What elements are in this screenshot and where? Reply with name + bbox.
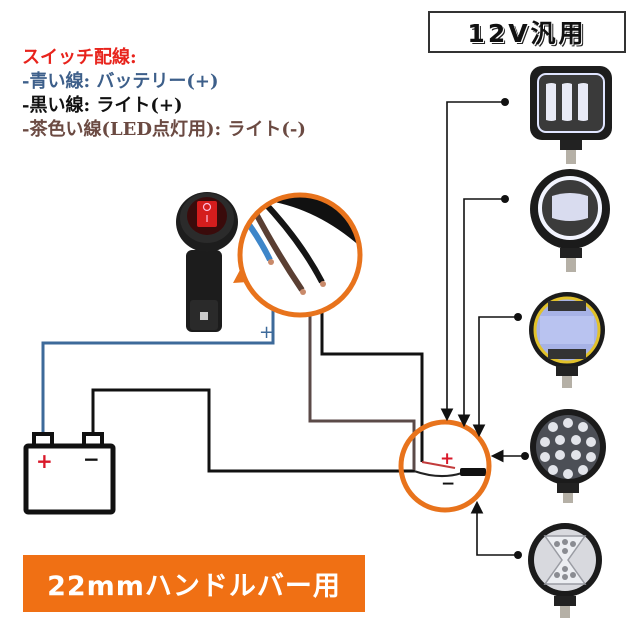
handlebar-size-banner: 22mmハンドルバー用 xyxy=(23,555,365,612)
connector-magnifier-circle xyxy=(398,419,492,513)
legend-heading: スイッチ配線: xyxy=(22,47,137,68)
legend-blue-wire: -青い線: バッテリー(+) xyxy=(22,71,219,92)
battery-minus-label: − xyxy=(83,447,100,471)
wire-magnifier xyxy=(233,192,363,318)
voltage-badge-label: 12V汎用 xyxy=(467,19,587,48)
light-x-pattern xyxy=(528,523,602,618)
connector-cable xyxy=(413,461,486,477)
connector-plus-label: + xyxy=(440,449,455,469)
light-round-halo xyxy=(530,169,610,272)
voltage-badge: 12V汎用 xyxy=(428,11,626,53)
battery-negative-wire xyxy=(91,388,415,473)
light-connection-lines xyxy=(440,101,524,556)
brown-wire xyxy=(308,300,416,470)
black-wire xyxy=(320,300,424,462)
light-rectangular xyxy=(530,66,612,164)
wiring-legend: スイッチ配線: -青い線: バッテリー(+) -黒い線: ライト(+) -茶色い… xyxy=(22,46,306,142)
light-yellow-ring xyxy=(529,292,605,388)
light-16-bead xyxy=(530,409,606,503)
connection-dots xyxy=(501,98,529,559)
banner-label: 22mmハンドルバー用 xyxy=(47,571,341,602)
connector-minus-label: − xyxy=(441,474,456,494)
blue-wire xyxy=(41,261,275,438)
battery-icon xyxy=(23,432,116,515)
legend-black-wire: -黒い線: ライト(+) xyxy=(22,95,183,116)
switch-plus-label: + xyxy=(259,322,275,343)
battery-plus-label: + xyxy=(36,449,53,473)
legend-brown-wire: -茶色い線(LED点灯用): ライト(-) xyxy=(22,119,306,140)
rocker-switch-button xyxy=(197,201,217,227)
handlebar-switch xyxy=(176,192,238,332)
